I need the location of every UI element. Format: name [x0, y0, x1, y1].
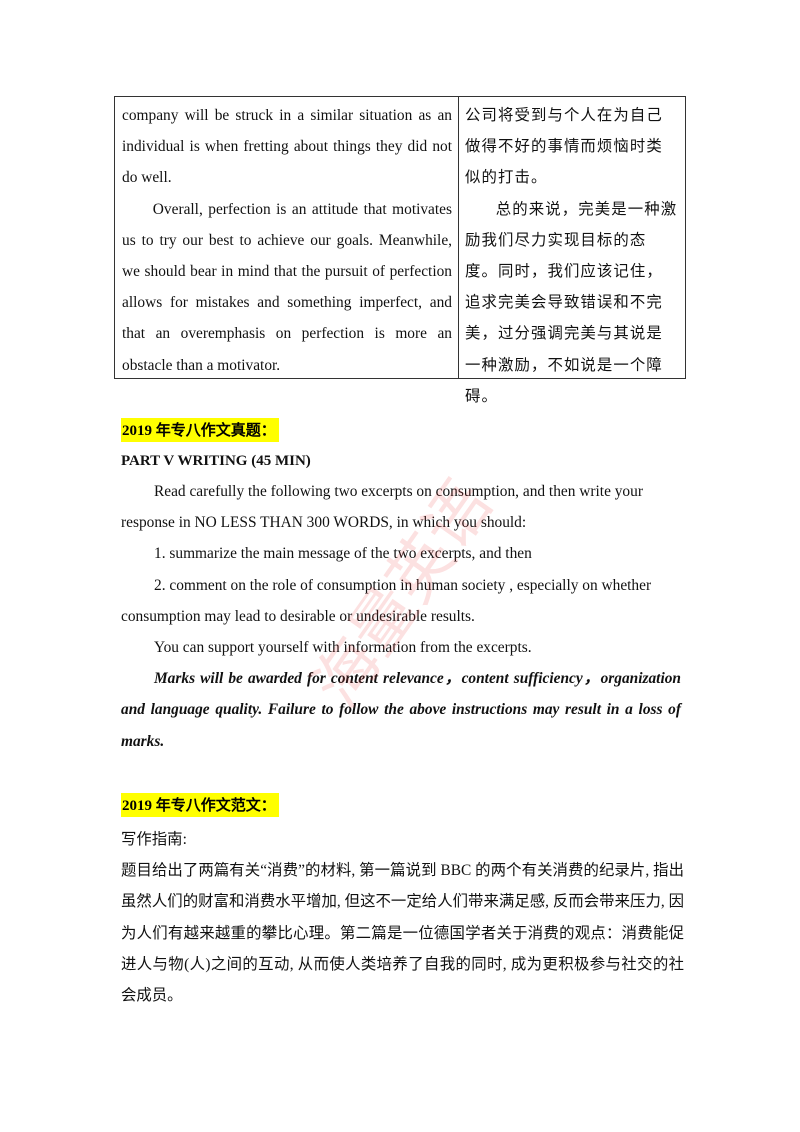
instruction-line: 1. summarize the main message of the two… — [154, 545, 532, 563]
instruction-line: consumption may lead to desirable or und… — [121, 607, 475, 625]
guide-label: 写作指南: — [121, 831, 187, 848]
part-title: PART V WRITING (45 MIN) — [121, 453, 311, 469]
section-heading-sample: 2019 年专八作文范文： — [121, 793, 279, 817]
writing-guide: 写作指南: 题目给出了两篇有关“消费”的材料, 第一篇说到 BBC 的两个有关消… — [121, 824, 684, 1011]
marks-note: Marks will be awarded for content releva… — [121, 670, 681, 750]
instruction-line: Read carefully the following two excerpt… — [154, 483, 643, 500]
english-column: company will be struck in a similar situ… — [115, 97, 459, 378]
instructions-block: Read carefully the following two excerpt… — [121, 476, 681, 757]
english-paragraph-1: company will be struck in a similar situ… — [122, 107, 452, 187]
section-heading-exam: 2019 年专八作文真题： — [121, 418, 279, 442]
english-paragraph-2: Overall, perfection is an attitude that … — [122, 200, 452, 374]
chinese-paragraph-2: 总的来说，完美是一种激励我们尽力实现目标的态度。同时，我们应该记住，追求完美会导… — [465, 200, 678, 405]
chinese-paragraph-1: 公司将受到与个人在为自己做得不好的事情而烦恼时类似的打击。 — [465, 107, 663, 187]
chinese-column: 公司将受到与个人在为自己做得不好的事情而烦恼时类似的打击。 总的来说，完美是一种… — [459, 97, 685, 405]
translation-table: company will be struck in a similar situ… — [114, 96, 686, 405]
instruction-line: You can support yourself with informatio… — [154, 639, 532, 657]
instruction-line: response in NO LESS THAN 300 WORDS, in w… — [121, 514, 527, 532]
guide-text: 题目给出了两篇有关“消费”的材料, 第一篇说到 BBC 的两个有关消费的纪录片,… — [121, 862, 684, 1005]
instruction-line: 2. comment on the role of consumption in… — [154, 576, 652, 594]
